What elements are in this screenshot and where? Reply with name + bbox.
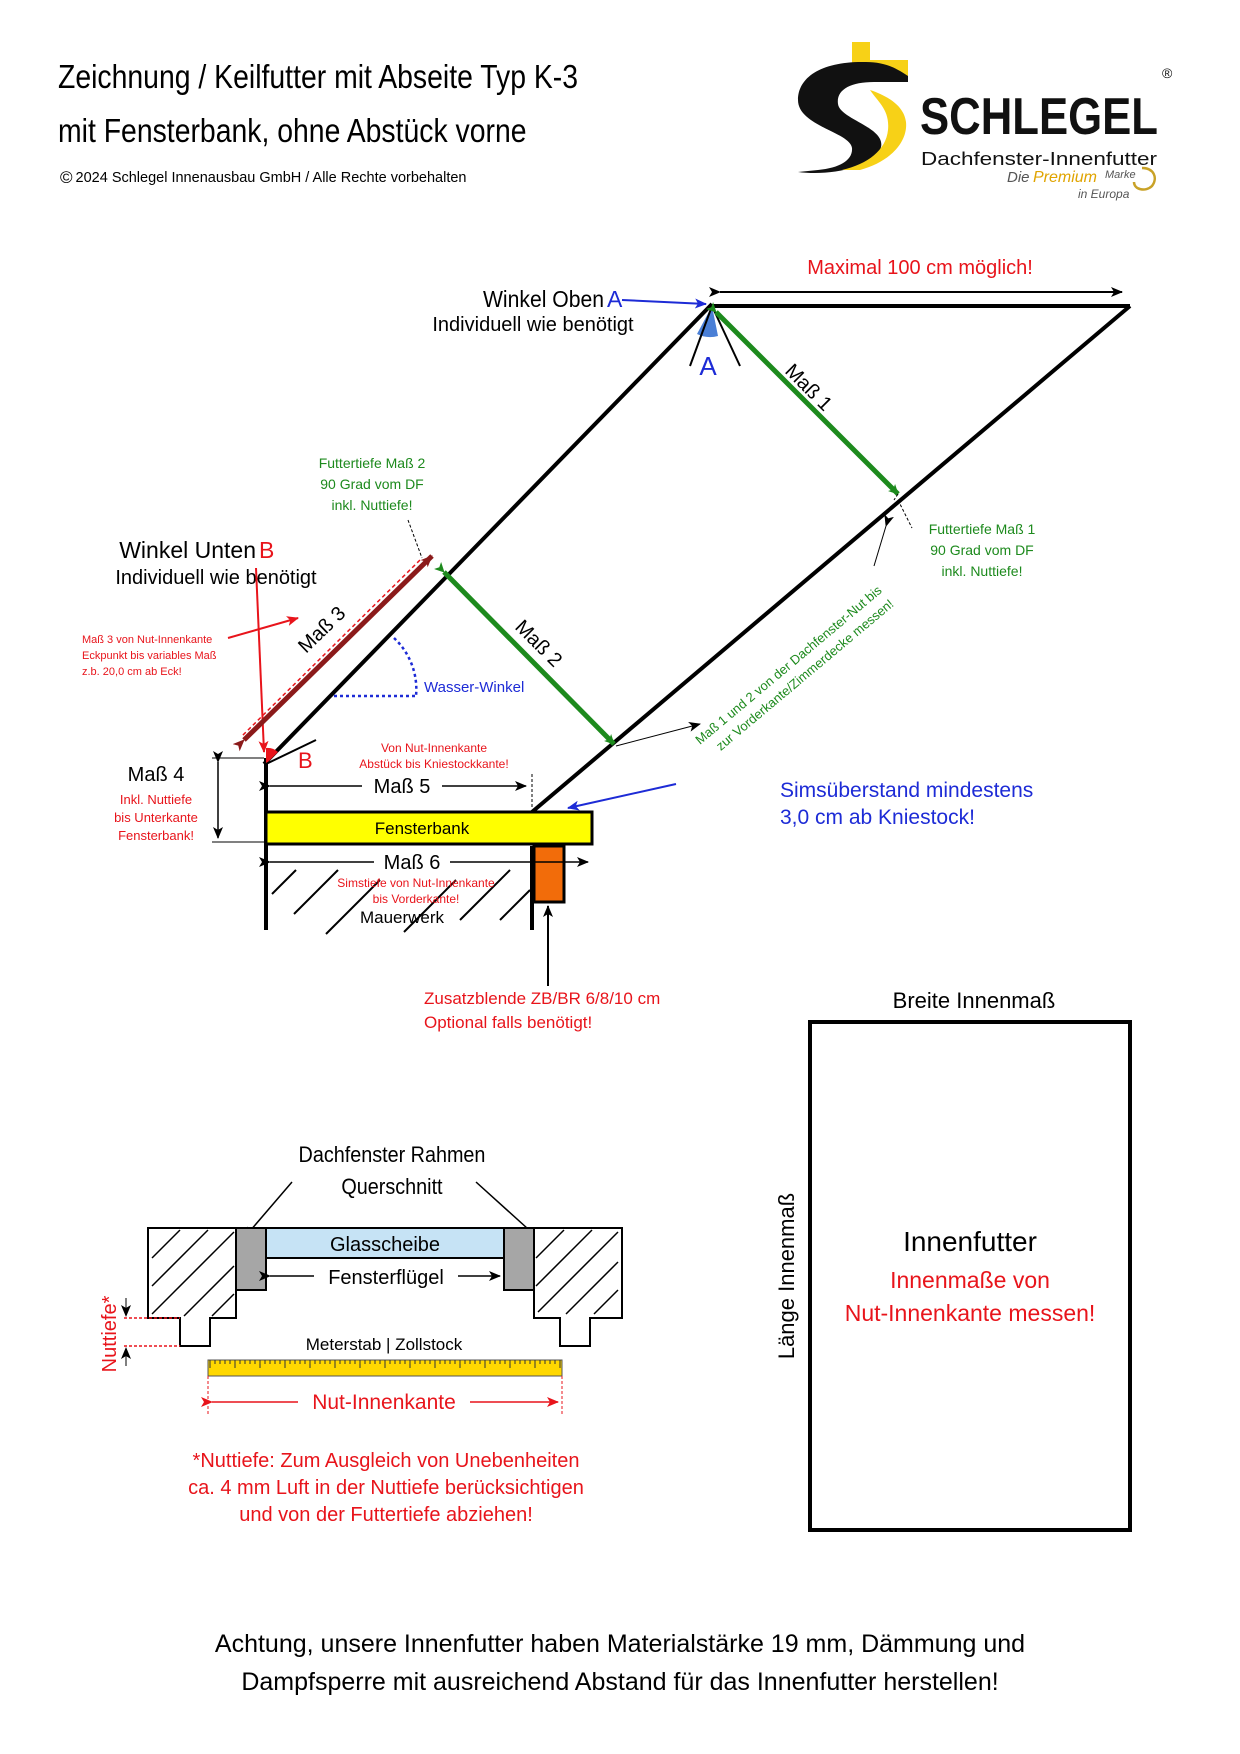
futtertiefe2-note: Futtertiefe Maß 2 90 Grad vom DF inkl. N… — [319, 455, 426, 513]
mass6-label: Maß 6 — [384, 852, 441, 874]
outer-roof-line — [530, 304, 1132, 814]
title-line-1: Zeichnung / Keilfutter mit Abseite Typ K… — [58, 58, 579, 95]
mass5-note-line2: Abstück bis Kniestockkante! — [359, 757, 508, 771]
mass12-line1: Maß 1 und 2 von der Dachfenster-Nut bis — [692, 582, 885, 747]
fensterbank-label: Fensterbank — [375, 819, 470, 838]
mass2-label: Maß 2 — [510, 616, 566, 672]
logo-swoosh-yellow-lower — [842, 90, 907, 170]
logo-tagline: Dachfenster-Innenfutter — [921, 149, 1157, 169]
winkel-oben-group: Winkel Oben A Individuell wie benötigt A — [432, 286, 741, 381]
futtertiefe1-note: Futtertiefe Maß 1 90 Grad vom DF inkl. N… — [929, 521, 1036, 579]
innenfutter-label: Innenfutter — [903, 1226, 1037, 1257]
title-line-2: mit Fensterbank, ohne Abstück vorne — [58, 112, 527, 149]
glasscheibe-label: Glasscheibe — [330, 1234, 440, 1256]
mass3-note-line2: Eckpunkt bis variables Maß — [82, 650, 217, 662]
sims-note-line1: Simsüberstand mindestens — [780, 779, 1033, 802]
mass4-label: Maß 4 — [128, 764, 185, 786]
logo-slogan-swirl-icon — [1132, 166, 1156, 191]
mass3-note-line1: Maß 3 von Nut-Innenkante — [82, 634, 212, 646]
angle-a-letter: A — [699, 351, 717, 381]
frame-note-line3: und von der Futtertiefe abziehen! — [239, 1504, 533, 1526]
zusatzblende-line1: Zusatzblende ZB/BR 6/8/10 cm — [424, 989, 660, 1008]
copyright-text: 2024 Schlegel Innenausbau GmbH / Alle Re… — [75, 170, 467, 186]
logo-slogan-marke: Marke — [1105, 169, 1136, 181]
frame-note-line2: ca. 4 mm Luft in der Nuttiefe berücksich… — [188, 1477, 584, 1499]
mass3-label: Maß 3 — [294, 602, 350, 657]
logo-registered: ® — [1162, 65, 1173, 81]
footer-line-1: Achtung, unsere Innenfutter haben Materi… — [214, 1630, 1026, 1658]
zusatzblende-line2: Optional falls benötigt! — [424, 1013, 592, 1032]
mass12-line2: zur Vorderkante/Zimmerdecke messen! — [713, 596, 896, 753]
mass4-note-line3: Fensterbank! — [118, 828, 194, 843]
logo-slogan-die: Die — [1007, 169, 1030, 186]
copyright: ©2024 Schlegel Innenausbau GmbH / Alle R… — [60, 168, 467, 188]
mass3-note-line3: z.b. 20,0 cm ab Eck! — [82, 666, 182, 678]
nut-innenkante-label: Nut-Innenkante — [312, 1391, 456, 1414]
wasser-winkel-group: Wasser-Winkel — [334, 637, 524, 698]
logo-slogan-line2: in Europa — [1078, 187, 1130, 201]
mass4-note-line2: bis Unterkante — [114, 810, 198, 825]
fensterfluegel-label: Fensterflügel — [328, 1267, 444, 1289]
zusatzblende-note: Zusatzblende ZB/BR 6/8/10 cm Optional fa… — [424, 989, 660, 1032]
winkel-unten-sub: Individuell wie benötigt — [115, 567, 317, 589]
copyright-symbol: © — [60, 168, 73, 187]
sims-note-line2: 3,0 cm ab Kniestock! — [780, 806, 975, 829]
futtertiefe2-line2: 90 Grad vom DF — [320, 476, 423, 492]
sims-note: Simsüberstand mindestens 3,0 cm ab Knies… — [780, 779, 1033, 829]
box-note-line1: Innenmaße von — [890, 1267, 1050, 1293]
mass6-note-line2: bis Vorderkante! — [373, 892, 460, 906]
meterstab-label: Meterstab | Zollstock — [306, 1335, 463, 1354]
winkel-oben-letter: A — [607, 286, 623, 312]
mass12-note: Maß 1 und 2 von der Dachfenster-Nut bis … — [692, 582, 896, 753]
schlegel-logo: SCHLEGEL ® Dachfenster-Innenfutter Die P… — [798, 42, 1173, 201]
futtertiefe1-line1: Futtertiefe Maß 1 — [929, 521, 1036, 537]
mass5-note-line1: Von Nut-Innenkante — [381, 741, 487, 755]
glasscheibe — [265, 1227, 505, 1259]
futtertiefe2-line1: Futtertiefe Maß 2 — [319, 455, 426, 471]
winkel-oben-sub: Individuell wie benötigt — [432, 314, 634, 336]
mass4-dimension: Maß 4 Inkl. Nuttiefe bis Unterkante Fens… — [114, 751, 264, 843]
mass5-dimension: Von Nut-Innenkante Abstück bis Kniestock… — [259, 741, 533, 808]
frame-title-line1: Dachfenster Rahmen — [299, 1143, 486, 1167]
laenge-label: Länge Innenmaß — [774, 1193, 799, 1359]
frame-cross-section: Dachfenster Rahmen Querschnitt Glasschei… — [99, 1143, 623, 1526]
mass2-dimension: Maß 2 — [434, 561, 616, 746]
breite-label: Breite Innenmaß — [893, 988, 1056, 1013]
mass4-note-line1: Inkl. Nuttiefe — [120, 792, 192, 807]
angle-b-fill — [266, 747, 278, 764]
innenfutter-box: Breite Innenmaß Länge Innenmaß Innenfutt… — [774, 988, 1132, 1532]
mass6-dimension: Maß 6 Simstiefe von Nut-Innenkante bis V… — [259, 850, 589, 906]
mass3-note: Maß 3 von Nut-Innenkante Eckpunkt bis va… — [82, 634, 217, 678]
maximal-label: Maximal 100 cm möglich! — [807, 257, 1033, 279]
futtertiefe1-line2: 90 Grad vom DF — [930, 542, 1033, 558]
mass1-dimension: Maß 1 — [705, 301, 900, 501]
frame-note-line1: *Nuttiefe: Zum Ausgleich von Unebenheite… — [193, 1450, 580, 1472]
logo-swoosh-black — [798, 62, 908, 174]
mass5-label: Maß 5 — [374, 776, 431, 798]
frame-title-line2: Querschnitt — [341, 1175, 442, 1199]
footer-line-2: Dampfsperre mit ausreichend Abstand für … — [241, 1668, 999, 1696]
logo-slogan-premium: Premium — [1033, 169, 1097, 186]
mass6-note-line1: Simstiefe von Nut-Innenkante — [337, 876, 495, 890]
futtertiefe1-line3: inkl. Nuttiefe! — [942, 563, 1023, 579]
winkel-unten-label: Winkel Unten — [119, 537, 256, 563]
box-note-line2: Nut-Innenkante messen! — [845, 1300, 1096, 1326]
ruler-ticks — [209, 1360, 561, 1368]
winkel-oben-label: Winkel Oben — [483, 286, 604, 312]
wasser-winkel-label: Wasser-Winkel — [424, 679, 524, 696]
angle-b-letter: B — [298, 748, 313, 773]
zusatzblende-block — [532, 844, 566, 904]
winkel-unten-letter: B — [259, 537, 274, 563]
mauerwerk-label: Mauerwerk — [360, 908, 445, 927]
logo-brand: SCHLEGEL — [920, 88, 1158, 146]
nuttiefe-label: Nuttiefe* — [99, 1295, 121, 1372]
maximal-dimension: Maximal 100 cm möglich! — [709, 257, 1123, 297]
fensterbank: Fensterbank — [264, 810, 594, 846]
futtertiefe2-line3: inkl. Nuttiefe! — [332, 497, 413, 513]
